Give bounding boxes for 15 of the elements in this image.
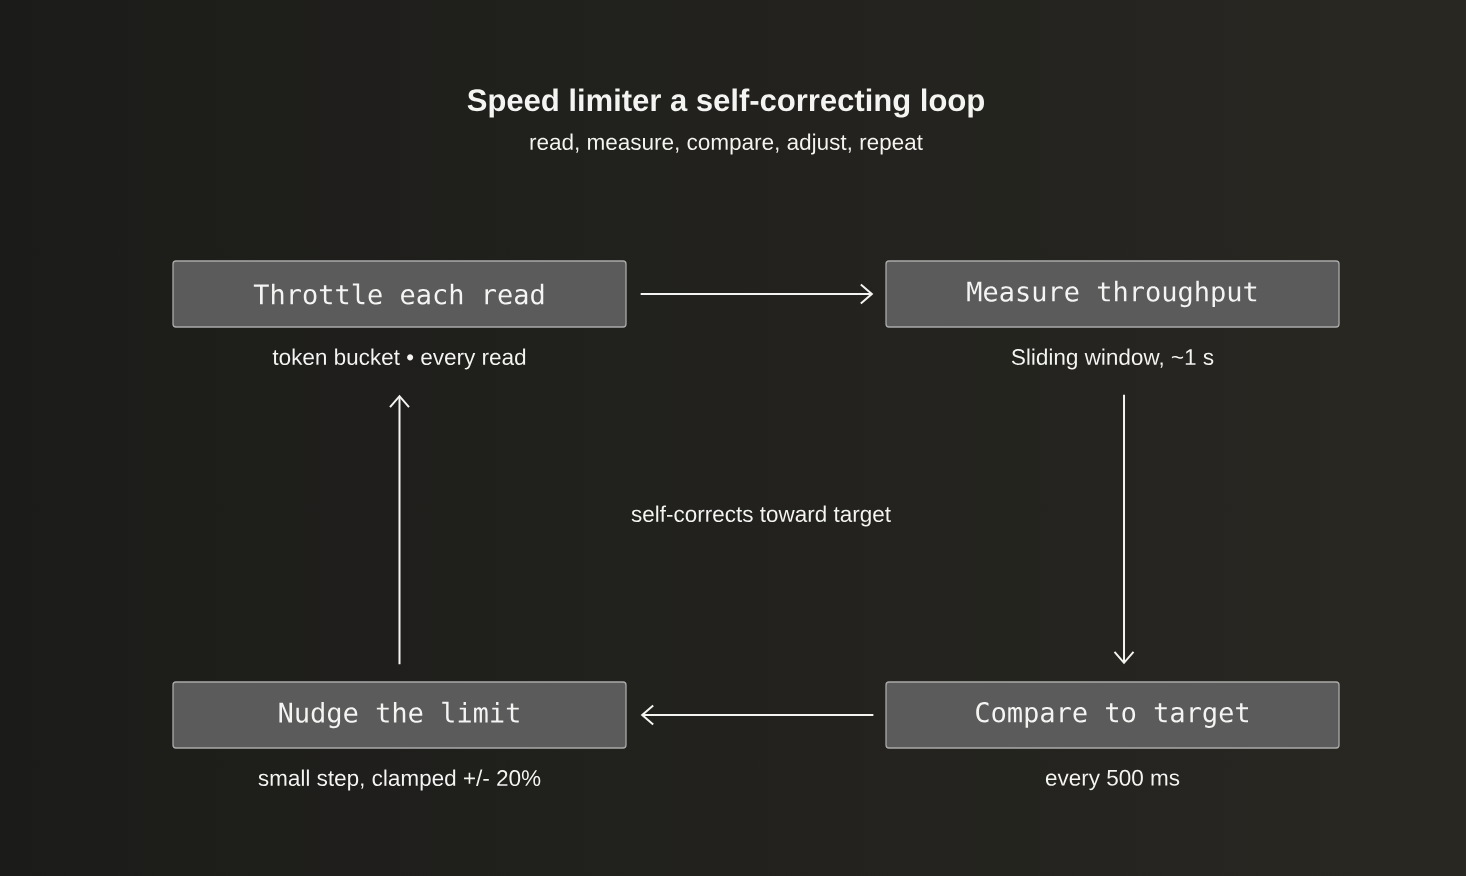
node-caption: Sliding window, ~1 s <box>1011 348 1214 370</box>
node-caption: token bucket • every read <box>272 348 526 370</box>
process-box: Compare to target <box>885 681 1340 749</box>
arrow <box>1113 393 1135 665</box>
arrow <box>389 394 410 666</box>
arrow <box>640 704 875 726</box>
arrow <box>639 283 874 305</box>
process-box: Throttle each read <box>172 260 627 328</box>
title: Speed limiter a self-correcting loop <box>467 88 984 118</box>
node-caption: small step, clamped +/- 20% <box>258 769 541 791</box>
process-box: Measure throughput <box>885 260 1340 328</box>
annotation-text: self-corrects toward target <box>631 505 891 527</box>
node-caption: every 500 ms <box>1045 769 1180 791</box>
subtitle: read, measure, compare, adjust, repeat <box>530 133 923 155</box>
process-box: Nudge the limit <box>172 681 627 749</box>
